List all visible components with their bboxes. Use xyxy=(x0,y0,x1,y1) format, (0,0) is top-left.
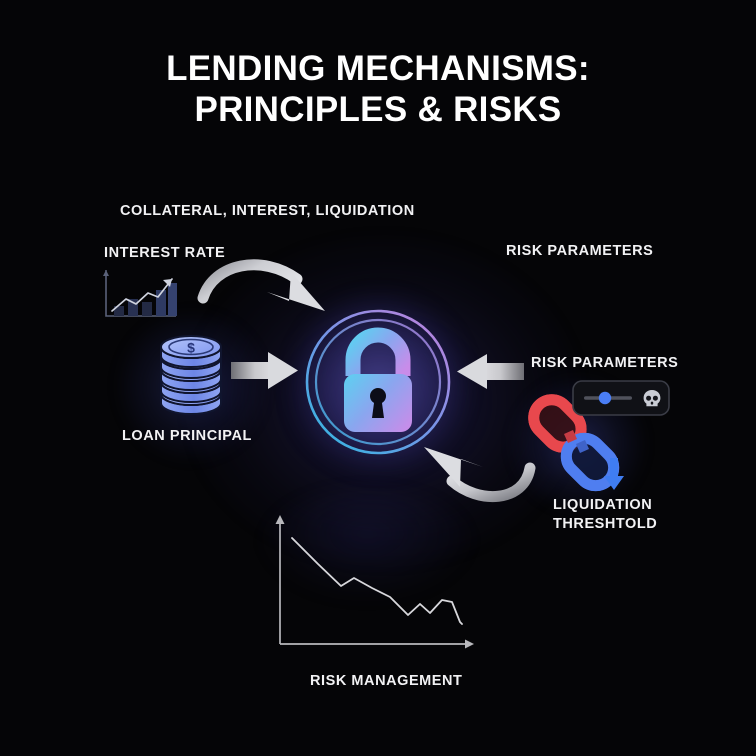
title-line-1: LENDING MECHANISMS: xyxy=(166,49,590,88)
coin-stack-icon: $ xyxy=(148,330,234,416)
label-interest-rate: INTEREST RATE xyxy=(104,245,226,261)
label-risk-parameters-mid: RISK PARAMETERS xyxy=(531,355,679,371)
label-risk-management: RISK MANAGEMENT xyxy=(310,673,463,689)
arrow-principal-to-lock xyxy=(231,352,298,389)
svg-text:$: $ xyxy=(187,340,195,356)
page-title: LENDING MECHANISMS: PRINCIPLES & RISKS xyxy=(0,48,756,131)
skull-icon xyxy=(643,390,661,407)
arrow-interest-to-lock xyxy=(197,259,325,311)
risk-parameter-slider-widget[interactable] xyxy=(572,380,670,416)
lock-icon xyxy=(300,304,456,460)
label-risk-parameters-top: RISK PARAMETERS xyxy=(506,243,654,259)
label-collateral-interest-liquidation: COLLATERAL, INTEREST, LIQUIDATION xyxy=(120,203,415,219)
risk-management-line-chart xyxy=(262,512,478,660)
broken-chain-icon xyxy=(516,384,632,500)
chart-series-line xyxy=(291,537,463,625)
down-arrow-icon xyxy=(604,458,624,490)
bar-chart-icon xyxy=(96,266,182,324)
title-line-2: PRINCIPLES & RISKS xyxy=(194,90,562,130)
label-liquidation-threshold: LIQUIDATION THRESHTOLD xyxy=(553,497,658,533)
slider-knob xyxy=(598,391,612,405)
arrow-liquidation-to-lock xyxy=(424,447,536,503)
label-loan-principal: LOAN PRINCIPAL xyxy=(122,428,252,444)
arrow-risk-to-lock xyxy=(457,354,524,389)
